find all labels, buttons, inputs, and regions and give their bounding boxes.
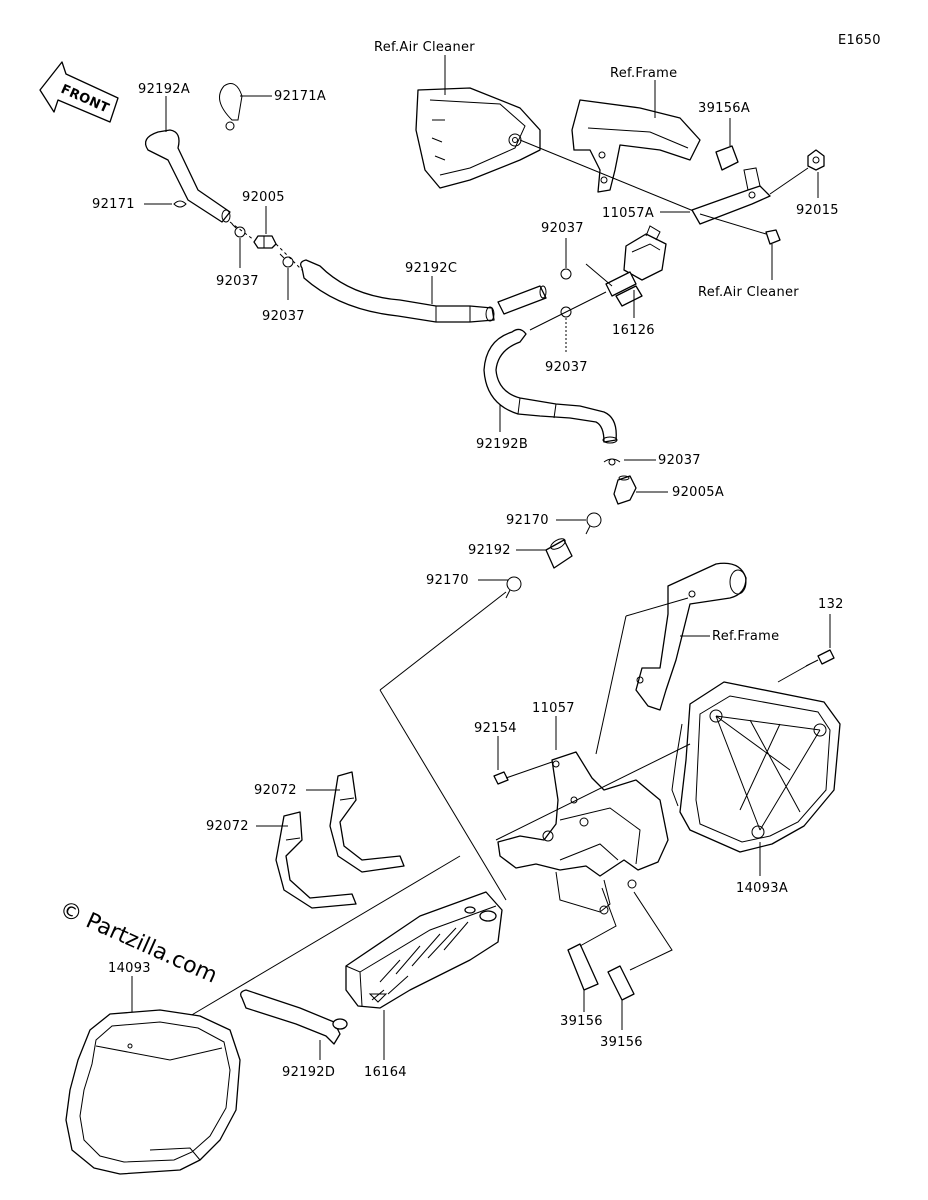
label-92015: 92015 [796, 203, 839, 218]
label-92192b: 92192B [476, 437, 528, 452]
hose-92192c [300, 259, 495, 323]
label-92171: 92171 [92, 197, 135, 212]
label-14093a: 14093A [736, 881, 788, 896]
label-92005a: 92005A [672, 485, 724, 500]
label-92037-c: 92037 [541, 221, 584, 236]
bolt-ref-air-cleaner-icon [765, 229, 781, 245]
bolt-132-icon [805, 649, 835, 667]
fitting-92005-icon [253, 235, 277, 249]
nut-92015-icon [807, 149, 825, 171]
ref-frame-mid-label: Ref.Frame [712, 629, 779, 644]
pad-39156a-icon [715, 145, 739, 171]
label-92037-d: 92037 [545, 360, 588, 375]
link-39156-a [579, 887, 617, 947]
label-92037-b: 92037 [262, 309, 305, 324]
link-132 [777, 663, 811, 683]
link-39156-b [629, 891, 673, 971]
bracket-11057a [691, 167, 771, 225]
clamp-92171a-icon [219, 83, 243, 131]
label-16164: 16164 [364, 1065, 407, 1080]
hose-92192d [240, 989, 348, 1045]
diagram-code: E1650 [838, 33, 881, 48]
label-92171a: 92171A [274, 89, 326, 104]
hose-92192b [483, 328, 618, 444]
link-11057a-bolt [699, 213, 767, 235]
label-92192c: 92192C [405, 261, 457, 276]
label-14093: 14093 [108, 961, 151, 976]
link-canister-cover [189, 855, 461, 1017]
label-92170-b: 92170 [426, 573, 469, 588]
label-16126: 16126 [612, 323, 655, 338]
label-132: 132 [818, 597, 844, 612]
link-valve-2 [519, 139, 697, 213]
bolt-92154-icon [493, 761, 553, 785]
link-11057a-nut [769, 167, 809, 195]
cover-14093a [671, 681, 841, 853]
label-11057: 11057 [532, 701, 575, 716]
tube-segment [497, 285, 547, 315]
link-upper-left-1 [229, 221, 255, 241]
link-bracket-cover [495, 743, 691, 841]
ref-air-cleaner-top-label: Ref.Air Cleaner [374, 40, 475, 55]
label-92072-a: 92072 [254, 783, 297, 798]
label-92005: 92005 [242, 190, 285, 205]
link-frame-bracket-2 [625, 597, 689, 617]
link-upper-left-2 [275, 243, 305, 273]
label-92037-a: 92037 [216, 274, 259, 289]
clamp-92037-e-icon [603, 458, 621, 466]
pad-39156-b-icon [607, 965, 635, 1001]
strap-92072-a [329, 771, 405, 873]
label-92170-a: 92170 [506, 513, 549, 528]
ref-air-cleaner-top-shape [415, 87, 541, 189]
canister-16164 [345, 891, 503, 1009]
bracket-11057 [497, 751, 669, 915]
label-92154: 92154 [474, 721, 517, 736]
link-clamp-canister-1 [379, 591, 507, 691]
strap-92072-b [275, 811, 357, 909]
clamp-92037-c-icon [560, 268, 572, 280]
clamp-92037-a-icon [231, 223, 246, 238]
hose-92192 [545, 538, 573, 569]
front-arrow-icon: FRONT [39, 61, 119, 123]
clamp-92037-d-icon [560, 306, 572, 318]
label-39156-a: 39156 [560, 1014, 603, 1029]
clamp-92037-b-icon [279, 253, 294, 268]
clamp-92170-a-icon [585, 512, 602, 535]
link-clamp-canister-2 [379, 689, 507, 901]
label-92192d: 92192D [282, 1065, 335, 1080]
link-clamp-d [529, 291, 607, 331]
cover-14093 [65, 1009, 241, 1175]
ref-frame-top-label: Ref.Frame [610, 66, 677, 81]
fitting-92005a-icon [613, 475, 637, 505]
clip-92171-icon [173, 200, 187, 208]
label-92192a: 92192A [138, 82, 190, 97]
label-39156-b: 39156 [600, 1035, 643, 1050]
ref-frame-top-shape [571, 99, 701, 193]
label-92192: 92192 [468, 543, 511, 558]
label-92072-b: 92072 [206, 819, 249, 834]
hose-92192a [144, 129, 231, 223]
ref-frame-mid-shape [635, 562, 747, 711]
label-39156a: 39156A [698, 101, 750, 116]
ref-air-cleaner-right-label: Ref.Air Cleaner [698, 285, 799, 300]
clamp-92170-b-icon [505, 576, 522, 599]
label-11057a: 11057A [602, 206, 654, 221]
pad-39156-a-icon [567, 943, 599, 991]
link-frame-bracket [595, 615, 627, 755]
valve-16126 [605, 225, 667, 307]
label-92037-e: 92037 [658, 453, 701, 468]
link-valve-1 [585, 263, 613, 287]
